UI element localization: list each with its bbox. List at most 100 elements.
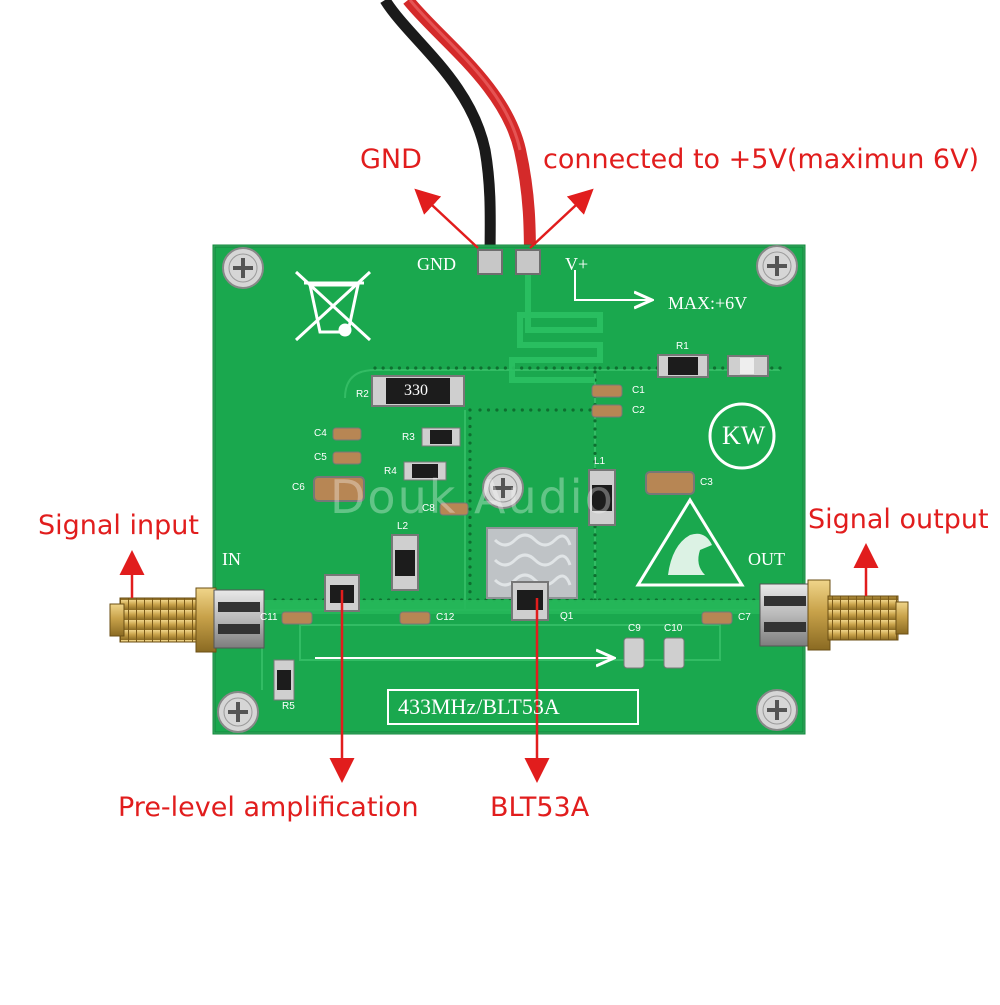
- via-dot: [468, 482, 472, 486]
- via-dot: [468, 491, 472, 495]
- via-dot: [778, 366, 782, 370]
- via-dot: [468, 565, 472, 569]
- via-dot: [468, 507, 472, 511]
- via-dot: [463, 366, 467, 370]
- via-dot: [468, 532, 472, 536]
- esd-warning-icon: [635, 497, 745, 587]
- via-dot: [614, 366, 618, 370]
- via-dot: [593, 459, 597, 464]
- via-dot: [598, 366, 602, 370]
- via-dot: [593, 443, 597, 447]
- via-dot: [468, 466, 472, 470]
- via-dot: [468, 449, 472, 453]
- via-dot: [397, 366, 402, 370]
- via-dot: [454, 366, 459, 370]
- via-dot: [631, 366, 635, 370]
- via-dot: [593, 549, 597, 553]
- via-dot: [468, 540, 472, 544]
- via-dot: [585, 366, 589, 370]
- silk-vplus: V+: [565, 254, 589, 274]
- via-dot: [528, 366, 532, 370]
- via-dot: [571, 408, 575, 412]
- via-dot: [486, 408, 491, 412]
- weee-bin-icon: [294, 270, 372, 342]
- ref-c11: C11: [260, 612, 278, 623]
- via-dot: [495, 366, 499, 370]
- via-dot: [468, 433, 472, 437]
- via-dot: [568, 366, 573, 370]
- via-dot: [405, 366, 410, 370]
- via-dot: [529, 408, 533, 412]
- via-dot: [471, 366, 475, 370]
- annotation-arrows: [119, 188, 879, 783]
- via-dot: [430, 366, 434, 370]
- via-dot: [446, 366, 450, 370]
- sma-input-connector: [109, 587, 265, 653]
- via-dot: [468, 581, 472, 586]
- via-dot: [495, 408, 499, 412]
- via-dot: [468, 499, 472, 503]
- ref-r2: R2: [356, 389, 369, 400]
- via-dot: [468, 424, 472, 429]
- via-dot: [438, 366, 442, 370]
- via-dot: [593, 573, 597, 578]
- via-dot: [537, 408, 541, 412]
- silk-kw: KW: [722, 421, 766, 450]
- label-gnd: GND: [360, 144, 422, 175]
- ref-c6: C6: [292, 482, 305, 493]
- gnd-arrow: [414, 188, 479, 249]
- via-dot: [563, 408, 567, 412]
- via-dot: [593, 533, 597, 537]
- via-dot: [468, 457, 472, 462]
- ref-c12: C12: [436, 612, 455, 623]
- ref-c10: C10: [664, 623, 683, 634]
- via-dot: [552, 366, 556, 370]
- via-dot: [468, 416, 472, 420]
- via-dot: [593, 590, 597, 594]
- silk-gnd: GND: [417, 254, 456, 274]
- via-dot: [647, 366, 651, 370]
- via-dot: [520, 408, 524, 412]
- via-dot: [512, 408, 516, 412]
- silk-in: IN: [222, 549, 241, 569]
- ref-r3: R3: [402, 432, 415, 443]
- via-dot: [770, 366, 774, 370]
- via-dot: [468, 474, 472, 478]
- via-dot: [414, 366, 418, 370]
- via-dot: [593, 541, 597, 545]
- power-wires: [380, 0, 536, 263]
- via-dot: [503, 408, 507, 412]
- via-dot: [593, 435, 597, 439]
- via-dot: [536, 366, 540, 370]
- silk-max: MAX:+6V: [668, 293, 748, 313]
- ref-c1: C1: [632, 385, 645, 396]
- via-dot: [588, 408, 592, 412]
- via-dot: [577, 366, 581, 370]
- label-signal-output: Signal output: [808, 504, 989, 535]
- via-dot: [712, 366, 717, 370]
- via-dot: [503, 366, 507, 370]
- silk-model: 433MHz/BLT53A: [398, 694, 560, 719]
- ref-l1: L1: [594, 456, 606, 467]
- resistor-value: 330: [404, 382, 428, 399]
- via-dot: [479, 366, 483, 370]
- ref-l2: L2: [397, 521, 409, 532]
- mounting-screws: [217, 245, 798, 733]
- ref-c9: C9: [628, 623, 641, 634]
- via-dot: [593, 565, 597, 570]
- ref-q1: Q1: [560, 611, 574, 622]
- via-dot: [468, 573, 472, 577]
- ref-c7: C7: [738, 612, 751, 623]
- via-dot: [546, 408, 550, 412]
- via-dot: [389, 366, 393, 370]
- via-dot: [468, 590, 472, 594]
- via-dot: [560, 366, 565, 370]
- via-dot: [593, 419, 597, 423]
- watermark: Douk Audio: [330, 470, 615, 524]
- via-dot: [468, 441, 472, 445]
- via-dot: [593, 557, 597, 561]
- ref-c3: C3: [700, 477, 713, 488]
- via-dot: [593, 582, 597, 586]
- via-dot: [520, 366, 524, 370]
